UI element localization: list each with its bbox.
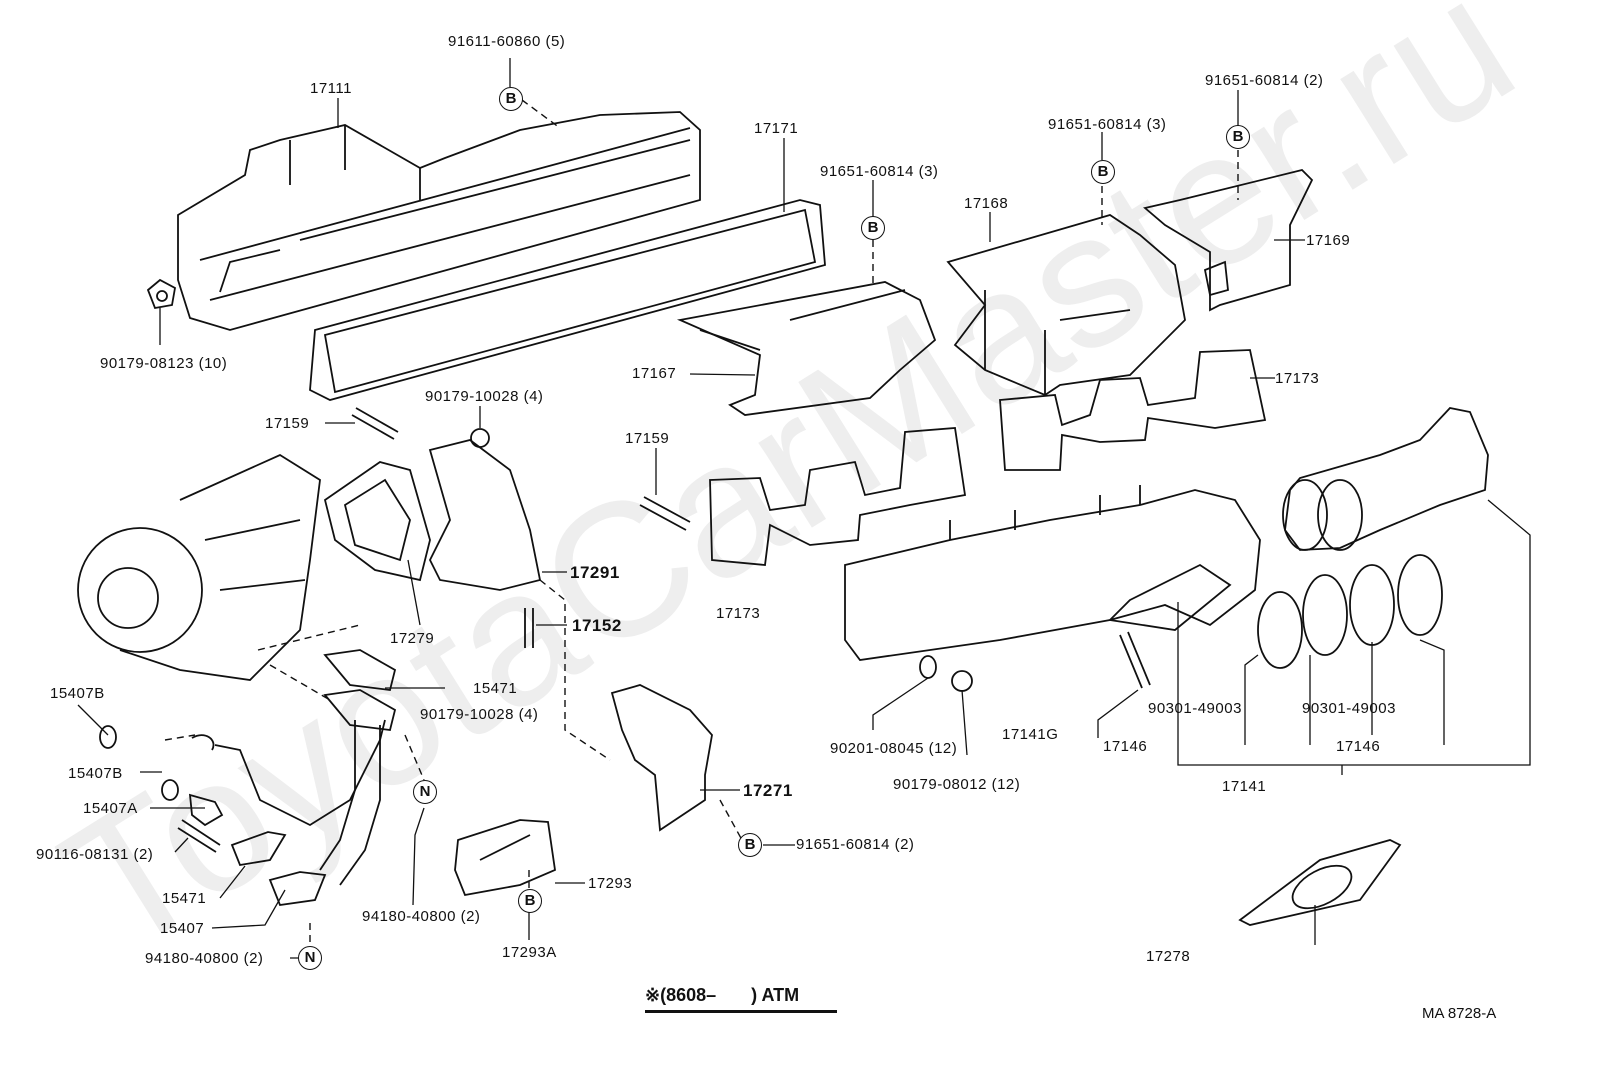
stud-17152 xyxy=(524,608,534,648)
part-label-17173-a: 17173 xyxy=(1275,370,1320,387)
part-label-17171: 17171 xyxy=(754,120,799,137)
part-label-15407A: 15407A xyxy=(83,800,138,817)
heat-insulator-17168 xyxy=(946,214,1186,397)
part-label-90179-08012: 90179-08012 (12) xyxy=(893,776,1021,793)
stud-17141G xyxy=(1119,631,1151,689)
part-label-17159-b: 17159 xyxy=(625,430,670,447)
part-label-91651-60814-b: 91651-60814 (3) xyxy=(1048,116,1167,133)
turbine-elbow-17291 xyxy=(428,439,542,591)
part-label-17168: 17168 xyxy=(964,195,1009,212)
part-label-17152: 17152 xyxy=(572,616,622,635)
part-label-90301-49003-b: 90301-49003 xyxy=(1302,700,1396,717)
part-label-91651-60814-c: 91651-60814 (2) xyxy=(1205,72,1324,89)
part-label-91651-60814-a: 91651-60814 (3) xyxy=(820,163,939,180)
stud-17159-b xyxy=(639,496,691,531)
stud-17159-a xyxy=(351,407,399,440)
heat-insulator-17169 xyxy=(1143,169,1314,312)
part-label-15471-b: 15471 xyxy=(162,890,207,907)
callout-nut-n-2: N xyxy=(298,946,322,970)
part-label-15407: 15407 xyxy=(160,920,205,937)
callout-bolt-b-3: B xyxy=(1091,160,1115,184)
exhaust-manifold xyxy=(844,485,1261,661)
part-label-90201-08045: 90201-08045 (12) xyxy=(830,740,958,757)
gasket-17278 xyxy=(1238,839,1402,926)
heat-insulator-17271 xyxy=(610,684,713,832)
part-label-15407B-b: 15407B xyxy=(68,765,123,782)
part-label-17141: 17141 xyxy=(1222,778,1267,795)
part-label-17173-b: 17173 xyxy=(716,605,761,622)
part-label-17293A: 17293A xyxy=(502,944,557,961)
part-label-17169: 17169 xyxy=(1306,232,1351,249)
part-label-94180-40800-b: 94180-40800 (2) xyxy=(362,908,481,925)
manifold-gasket-17171 xyxy=(309,199,826,401)
nut-90179-08012 xyxy=(951,670,973,692)
part-label-91611-60860: 91611-60860 (5) xyxy=(448,33,566,50)
part-label-90179-10028-b: 90179-10028 (4) xyxy=(420,706,539,723)
part-label-90179-08123: 90179-08123 (10) xyxy=(100,355,228,372)
part-label-17291: 17291 xyxy=(570,563,620,582)
part-label-94180-40800-a: 94180-40800 (2) xyxy=(145,950,264,967)
intake-manifold-17111 xyxy=(177,111,701,331)
part-label-17146-b: 17146 xyxy=(1336,738,1381,755)
part-label-91651-60814-d: 91651-60814 (2) xyxy=(796,836,915,853)
part-label-17279: 17279 xyxy=(390,630,435,647)
callout-bolt-b-6: B xyxy=(518,889,542,913)
part-label-90179-10028-a: 90179-10028 (4) xyxy=(425,388,544,405)
exhaust-gasket-17173-lower xyxy=(709,427,967,566)
nut-90179-10028 xyxy=(470,428,490,448)
washer-90201 xyxy=(919,655,937,679)
part-label-17167: 17167 xyxy=(632,365,677,382)
applicability-note: ※(8608– ) ATM xyxy=(645,985,837,1013)
nut-90179-08123 xyxy=(146,278,176,310)
turbocharger xyxy=(77,453,321,681)
callout-bolt-b-1: B xyxy=(499,87,523,111)
leader-lines xyxy=(77,58,1531,959)
part-label-90301-49003-a: 90301-49003 xyxy=(1148,700,1242,717)
callout-bolt-b-4: B xyxy=(1226,125,1250,149)
part-label-15471-a: 15471 xyxy=(473,680,518,697)
part-label-90116-08131: 90116-08131 (2) xyxy=(36,846,154,863)
part-label-17111: 17111 xyxy=(310,80,352,97)
part-label-17146-a: 17146 xyxy=(1103,738,1148,755)
bracket-17293 xyxy=(454,819,556,897)
exhaust-gasket-17173-upper xyxy=(999,349,1267,471)
part-label-15407B-a: 15407B xyxy=(50,685,105,702)
part-label-17159-a: 17159 xyxy=(265,415,310,432)
stud-90116 xyxy=(177,819,221,853)
callout-bolt-b-5: B xyxy=(738,833,762,857)
callout-nut-n-1: N xyxy=(413,780,437,804)
part-label-17141G: 17141G xyxy=(1002,726,1059,743)
part-label-17271: 17271 xyxy=(743,781,793,800)
part-label-17278: 17278 xyxy=(1146,948,1191,965)
part-label-17293: 17293 xyxy=(588,875,633,892)
gasket-17279 xyxy=(323,461,431,582)
seal-rings xyxy=(1257,554,1443,669)
drawing-code: MA 8728-A xyxy=(1422,1005,1497,1022)
heat-insulator-17167 xyxy=(676,281,937,416)
exhaust-elbow-17141 xyxy=(1282,407,1489,551)
callout-bolt-b-2: B xyxy=(861,216,885,240)
